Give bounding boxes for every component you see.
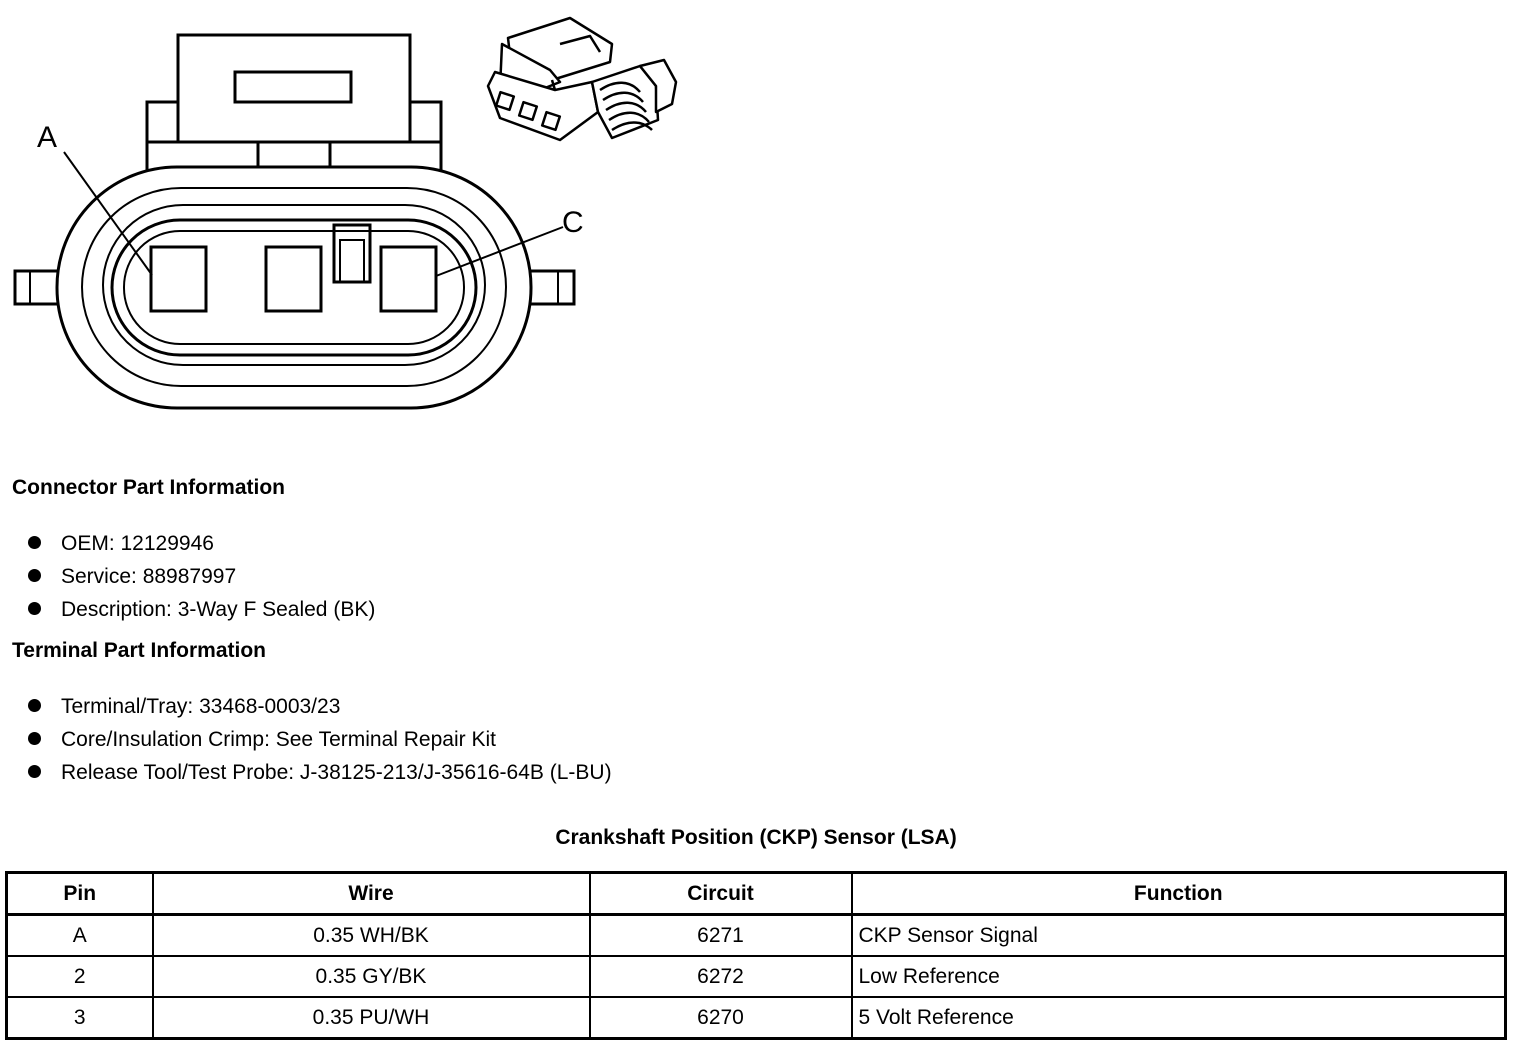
table-row: 3 0.35 PU/WH 6270 5 Volt Reference (5, 996, 1507, 1040)
terminal-cavity-frame (110, 218, 478, 357)
bullet-icon (28, 731, 41, 745)
terminal-tray-text: Terminal/Tray: 33468-0003/23 (61, 695, 341, 718)
connector-part-title: Connector Part Information (12, 476, 286, 499)
connector-diagram: A C (13, 16, 678, 410)
list-item: Description: 3-Way F Sealed (BK) (28, 593, 375, 626)
header-pin: Pin (5, 871, 154, 916)
table-header-row: Pin Wire Circuit Function (5, 871, 1507, 916)
oem-text: OEM: 12129946 (61, 532, 214, 555)
cell-wire: 0.35 PU/WH (151, 996, 591, 1040)
cell-function: Low Reference (850, 955, 1507, 998)
lock-shoulder-left (145, 100, 180, 144)
side-ear-left (13, 269, 63, 306)
connector-isometric-view (486, 16, 678, 142)
bullet-icon (28, 698, 41, 712)
list-item: Release Tool/Test Probe: J-38125-213/J-3… (28, 756, 612, 789)
lock-housing (176, 33, 412, 144)
cell-circuit: 6271 (588, 913, 853, 957)
cell-pin: 3 (5, 996, 154, 1040)
connector-face-view (13, 33, 576, 410)
terminal-b (264, 245, 323, 313)
bullet-icon (28, 601, 41, 615)
side-ear-right (526, 269, 576, 306)
pinout-table: Pin Wire Circuit Function A 0.35 WH/BK 6… (5, 871, 1507, 1040)
description-text: Description: 3-Way F Sealed (BK) (61, 598, 376, 621)
service-text: Service: 88987997 (61, 565, 237, 588)
cell-circuit: 6270 (588, 996, 853, 1040)
lock-shoulder-right (408, 100, 443, 144)
middle-seal (81, 187, 507, 387)
cell-function: 5 Volt Reference (850, 996, 1507, 1040)
terminal-part-title: Terminal Part Information (12, 639, 266, 662)
list-item: Core/Insulation Crimp: See Terminal Repa… (28, 723, 612, 756)
cell-circuit: 6272 (588, 955, 853, 998)
connector-part-list: OEM: 12129946 Service: 88987997 Descript… (28, 527, 375, 626)
terminal-a (149, 245, 208, 313)
header-wire: Wire (151, 871, 591, 916)
bullet-icon (28, 535, 41, 549)
table-title: Crankshaft Position (CKP) Sensor (LSA) (555, 826, 957, 849)
bullet-icon (28, 764, 41, 778)
callout-c-leader (435, 226, 564, 277)
callout-a-label: A (37, 121, 57, 154)
bullet-icon (28, 568, 41, 582)
callout-c-label: C (562, 206, 584, 239)
list-item: OEM: 12129946 (28, 527, 375, 560)
terminal-part-list: Terminal/Tray: 33468-0003/23 Core/Insula… (28, 690, 612, 789)
cell-wire: 0.35 WH/BK (151, 913, 591, 957)
lock-window (233, 70, 353, 104)
callout-a-leader (63, 151, 153, 276)
cell-pin: 2 (5, 955, 154, 998)
header-function: Function (850, 871, 1507, 916)
release-tool-text: Release Tool/Test Probe: J-38125-213/J-3… (61, 761, 612, 784)
inner-seal (102, 204, 486, 366)
list-item: Terminal/Tray: 33468-0003/23 (28, 690, 612, 723)
cell-pin: A (5, 913, 154, 957)
crimp-text: Core/Insulation Crimp: See Terminal Repa… (61, 728, 496, 751)
table-row: 2 0.35 GY/BK 6272 Low Reference (5, 955, 1507, 998)
terminal-c (379, 245, 438, 313)
cell-wire: 0.35 GY/BK (151, 955, 591, 998)
table-row: A 0.35 WH/BK 6271 CKP Sensor Signal (5, 913, 1507, 957)
list-item: Service: 88987997 (28, 560, 375, 593)
header-circuit: Circuit (588, 871, 853, 916)
cell-function: CKP Sensor Signal (850, 913, 1507, 957)
